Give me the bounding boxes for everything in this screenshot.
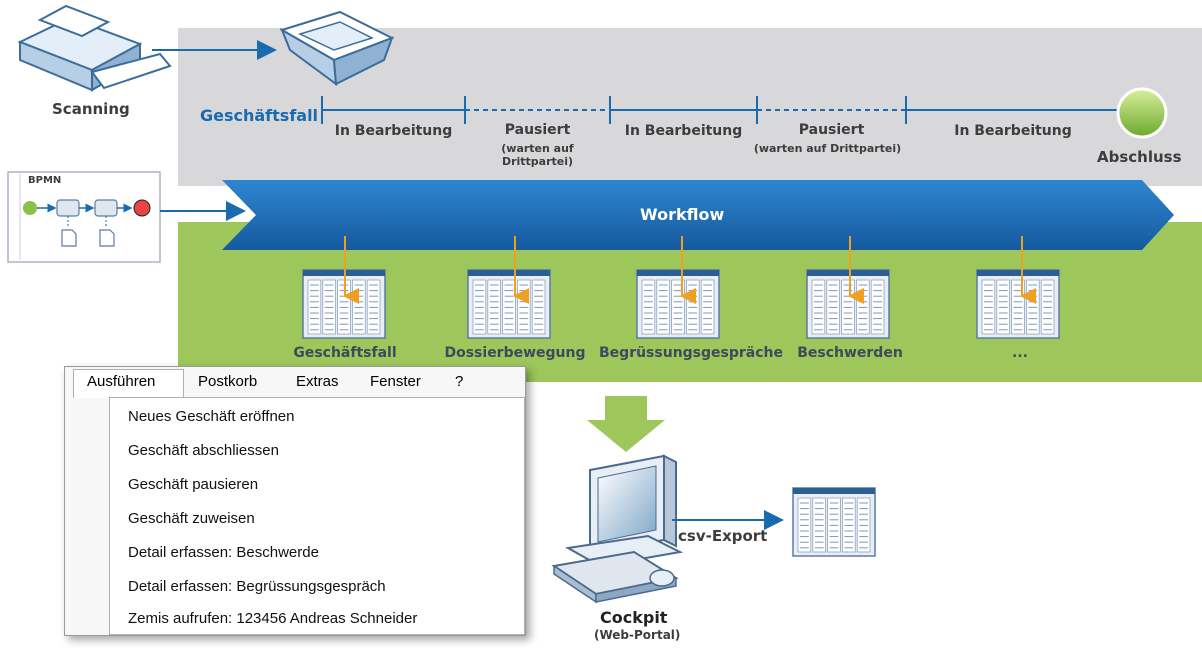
menubar-active-tab <box>73 369 184 398</box>
table-icon-5 <box>976 269 1060 339</box>
menu-help[interactable]: ? <box>455 373 464 390</box>
menu-ausfuehren[interactable]: Ausführen <box>87 373 156 390</box>
cockpit-label: Cockpit <box>600 608 668 627</box>
tables-group <box>302 236 1060 339</box>
dropdown-panel: Neues Geschäft eröffnen Geschäft abschli… <box>109 397 525 635</box>
down-arrow <box>587 396 665 452</box>
phase-3: In Bearbeitung <box>624 123 743 139</box>
menu-item-beschwerde[interactable]: Detail erfassen: Beschwerde <box>128 544 319 561</box>
menubar: Ausführen Postkorb Extras Fenster ? <box>65 367 525 398</box>
menu-item-abschliessen[interactable]: Geschäft abschliessen <box>128 442 279 459</box>
workflow-label: Workflow <box>640 205 725 224</box>
scanner-icon <box>17 4 172 92</box>
phase-4: Pausiert <box>798 122 865 138</box>
table-label-more: ... <box>1012 345 1028 361</box>
export-table-grid <box>792 487 876 557</box>
phase-2-sub: (warten auf Drittpartei) <box>501 142 574 168</box>
bpmn-diagram-icon <box>7 171 161 263</box>
menu-item-zemis[interactable]: Zemis aufrufen: 123456 Andreas Schneider <box>128 610 418 627</box>
export-label: csv-Export <box>678 527 768 545</box>
table-icon-3 <box>636 269 720 339</box>
scanning-label: Scanning <box>52 100 130 118</box>
phase-2: Pausiert <box>504 122 571 138</box>
menu-extras[interactable]: Extras <box>296 373 339 390</box>
table-label-dossierbewegung: Dossierbewegung <box>444 345 586 361</box>
mailtray-icon <box>279 10 395 87</box>
menu-fenster[interactable]: Fenster <box>370 373 421 390</box>
workflow-arrow <box>222 180 1174 250</box>
menu-item-zuweisen[interactable]: Geschäft zuweisen <box>128 510 255 527</box>
phase-1: In Bearbeitung <box>334 123 453 139</box>
computer-icon <box>551 454 684 604</box>
export-table-icon <box>792 487 876 557</box>
phase-5: In Bearbeitung <box>954 123 1072 139</box>
table-label-beschwerden: Beschwerden <box>797 345 903 361</box>
geschaeftsfall-label: Geschäftsfall <box>200 106 319 125</box>
menu-postkorb[interactable]: Postkorb <box>198 373 258 390</box>
bpmn-label: BPMN <box>28 175 62 186</box>
menu-item-begruessung[interactable]: Detail erfassen: Begrüssungsgespräch <box>128 578 386 595</box>
abschluss-label: Abschluss <box>1097 148 1182 166</box>
menu-item-neues-geschaeft[interactable]: Neues Geschäft eröffnen <box>128 408 295 425</box>
menu-window: Ausführen Postkorb Extras Fenster ? Neue… <box>64 366 526 636</box>
abschluss-circle <box>1116 87 1168 139</box>
table-label-begruessung: Begrüssungsgespräche <box>599 345 783 361</box>
timeline <box>321 96 1120 124</box>
table-label-geschaeftsfall: Geschäftsfall <box>293 345 397 361</box>
cockpit-sub-label: (Web-Portal) <box>594 628 681 642</box>
phase-4-sub: (warten auf Drittpartei) <box>753 142 902 155</box>
table-icon-2 <box>467 269 551 339</box>
table-icon-4 <box>806 269 890 339</box>
menu-item-pausieren[interactable]: Geschäft pausieren <box>128 476 259 493</box>
